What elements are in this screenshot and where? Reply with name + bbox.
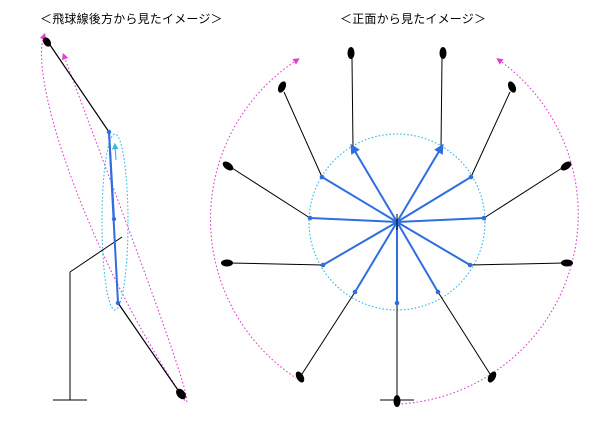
- hand-point-3: [307, 215, 313, 221]
- behind-view: [39, 32, 188, 403]
- club-head-6: [560, 161, 572, 171]
- club-head-path-arc: [210, 58, 300, 379]
- hand-point-1: [319, 174, 325, 180]
- club-heads: [221, 47, 573, 407]
- arm-8: [396, 221, 471, 266]
- arm-5: [309, 217, 398, 223]
- shaft-4: [470, 91, 511, 178]
- hand-point-7: [352, 289, 358, 295]
- club-head-3: [277, 81, 287, 93]
- behind-view-caption: ＜飛球線後方から見たイメージ＞: [40, 12, 223, 26]
- club-shaft-spokes: [229, 57, 565, 398]
- arm-4: [396, 176, 472, 223]
- club-head-8: [561, 259, 573, 267]
- hand-points: [307, 174, 487, 306]
- hand-path-arrow: [111, 142, 119, 161]
- hand-point-top: [106, 129, 112, 135]
- club-shaft-top: [47, 41, 110, 133]
- arm-1: [350, 143, 398, 223]
- shaft-6: [483, 167, 563, 219]
- arm-9: [354, 221, 398, 293]
- club-head-5: [222, 161, 234, 171]
- arm-3: [321, 176, 398, 223]
- club-head-11: [393, 395, 401, 407]
- club-head-10: [487, 371, 497, 383]
- arm-10: [396, 221, 439, 293]
- arm-6: [396, 217, 485, 223]
- club-shaft-bottom: [117, 302, 181, 394]
- golfer-shoulder-line: [69, 236, 123, 273]
- shaft-10: [437, 291, 491, 375]
- hand-path-ellipse: [101, 133, 129, 311]
- shaft-2: [440, 57, 443, 149]
- front-view: [210, 47, 579, 407]
- shaft-5: [231, 167, 311, 219]
- hand-point-9: [394, 300, 400, 306]
- arm-7: [322, 221, 398, 266]
- arm-spokes: [309, 143, 485, 303]
- hand-point-6: [467, 262, 473, 268]
- arm-2: [396, 143, 444, 223]
- hand-point-mid: [111, 216, 117, 222]
- hand-point-8: [435, 289, 441, 295]
- club-head-path-ellipse: [39, 32, 188, 403]
- club-head-top: [42, 37, 52, 47]
- hand-point-2: [468, 174, 474, 180]
- shaft-1: [351, 57, 354, 149]
- hand-point-bottom: [115, 300, 121, 306]
- club-head-bottom: [176, 388, 186, 400]
- club-head-4: [507, 81, 517, 93]
- shaft-9: [301, 291, 356, 375]
- club-head-1: [347, 47, 355, 59]
- shaft-7: [229, 262, 324, 266]
- front-view-caption: ＜正面から見たイメージ＞: [340, 12, 487, 26]
- club-head-2: [439, 47, 447, 59]
- shaft-3: [283, 91, 323, 178]
- hand-point-5: [320, 262, 326, 268]
- club-head-7: [221, 259, 233, 267]
- club-head-9: [295, 371, 305, 383]
- club-head-path-arc-right: [399, 58, 579, 405]
- hand-point-4: [481, 215, 487, 221]
- arm-line-upper: [108, 131, 115, 220]
- shaft-8: [469, 262, 565, 266]
